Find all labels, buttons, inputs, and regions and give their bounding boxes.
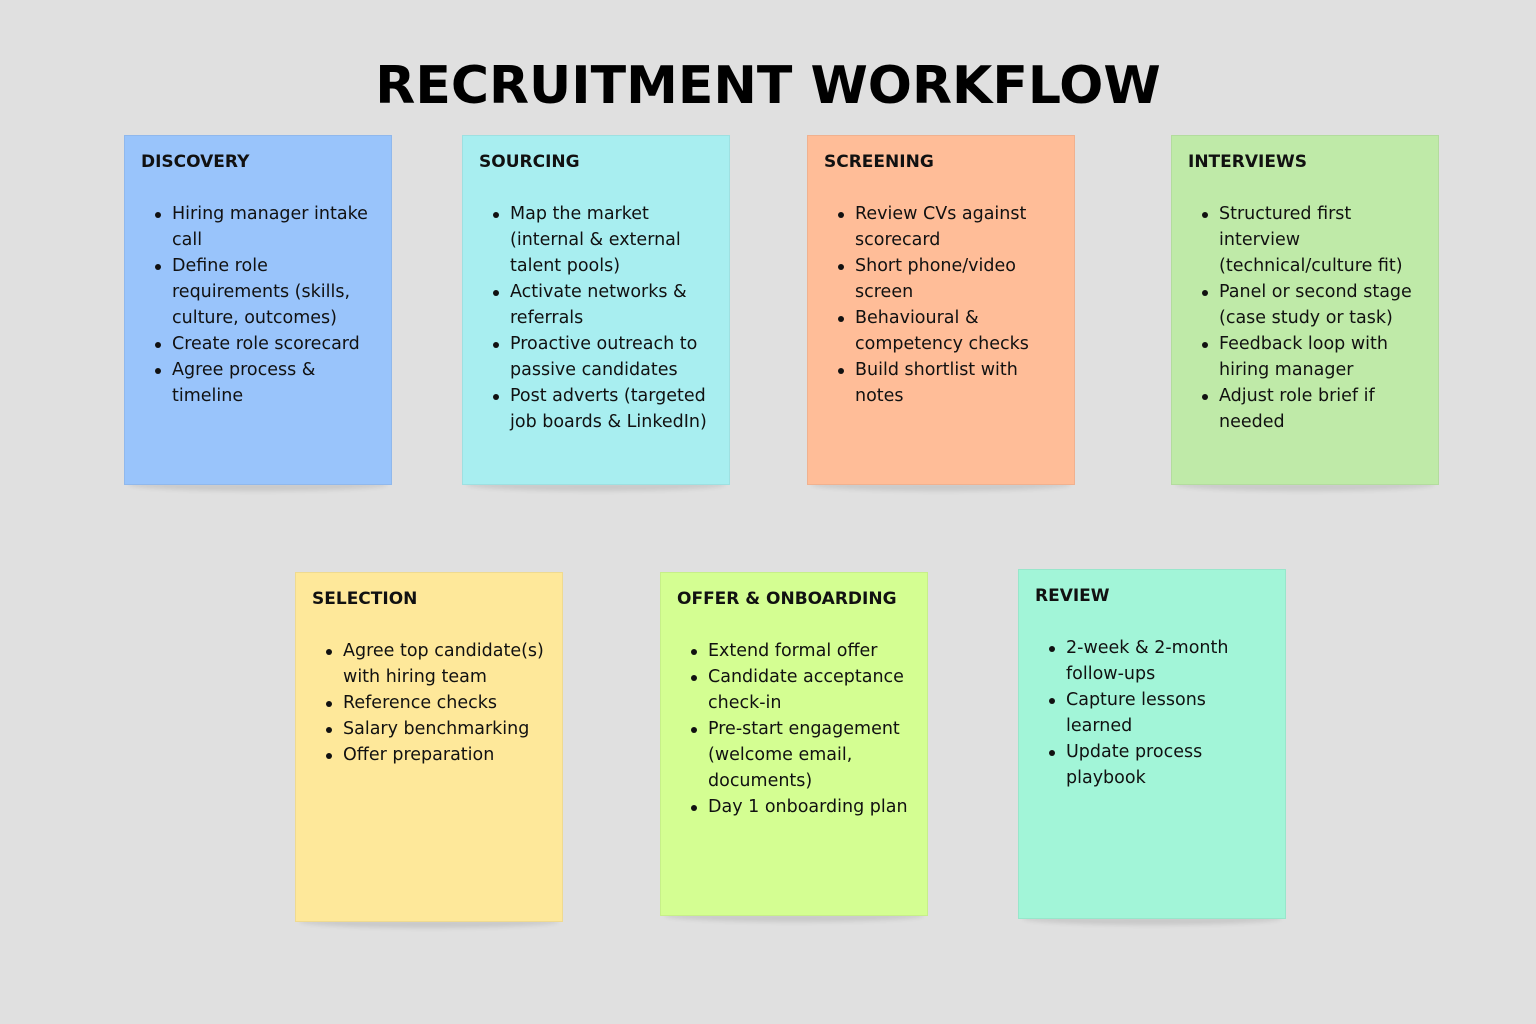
stage-item: Day 1 onboarding plan: [691, 794, 913, 820]
stage-card-interviews: INTERVIEWS Structured first interview (t…: [1171, 135, 1439, 485]
stage-title: SCREENING: [824, 152, 934, 172]
stage-item: Create role scorecard: [155, 331, 377, 357]
stage-item: Define role requirements (skills, cultur…: [155, 253, 377, 331]
stage-card-discovery: DISCOVERY Hiring manager intake call Def…: [124, 135, 392, 485]
stage-item: Capture lessons learned: [1049, 687, 1271, 739]
stage-items: Hiring manager intake call Define role r…: [141, 201, 377, 409]
stage-title: OFFER & ONBOARDING: [677, 589, 897, 609]
stage-item: Hiring manager intake call: [155, 201, 377, 253]
stage-card-sourcing: SOURCING Map the market (internal & exte…: [462, 135, 730, 485]
stage-item: Proactive outreach to passive candidates: [493, 331, 715, 383]
page-title: RECRUITMENT WORKFLOW: [375, 56, 1161, 116]
stage-card-review: REVIEW 2-week & 2-month follow-ups Captu…: [1018, 569, 1286, 919]
stage-title: REVIEW: [1035, 586, 1110, 606]
stage-item: Agree process & timeline: [155, 357, 377, 409]
stage-items: Structured first interview (technical/cu…: [1188, 201, 1424, 435]
stage-item: Salary benchmarking: [326, 716, 548, 742]
stage-item: Offer preparation: [326, 742, 548, 768]
stage-title: SOURCING: [479, 152, 580, 172]
stage-items: Map the market (internal & external tale…: [479, 201, 715, 435]
stage-title: DISCOVERY: [141, 152, 250, 172]
stage-item: Reference checks: [326, 690, 548, 716]
stage-item: Short phone/video screen: [838, 253, 1060, 305]
stage-item: Structured first interview (technical/cu…: [1202, 201, 1424, 279]
stage-title: INTERVIEWS: [1188, 152, 1307, 172]
stage-item: Candidate acceptance check-in: [691, 664, 913, 716]
stage-item: Update process playbook: [1049, 739, 1271, 791]
stage-item: Extend formal offer: [691, 638, 913, 664]
stage-card-selection: SELECTION Agree top candidate(s) with hi…: [295, 572, 563, 922]
stage-card-offer-onboarding: OFFER & ONBOARDING Extend formal offer C…: [660, 572, 928, 916]
stage-items: Review CVs against scorecard Short phone…: [824, 201, 1060, 409]
stage-item: Build shortlist with notes: [838, 357, 1060, 409]
stage-items: 2-week & 2-month follow-ups Capture less…: [1035, 635, 1271, 791]
stage-items: Extend formal offer Candidate acceptance…: [677, 638, 913, 820]
stage-item: Feedback loop with hiring manager: [1202, 331, 1424, 383]
stage-item: Adjust role brief if needed: [1202, 383, 1424, 435]
stage-item: Pre-start engagement (welcome email, doc…: [691, 716, 913, 794]
stage-item: Activate networks & referrals: [493, 279, 715, 331]
stage-item: Post adverts (targeted job boards & Link…: [493, 383, 715, 435]
stage-title: SELECTION: [312, 589, 418, 609]
stage-card-screening: SCREENING Review CVs against scorecard S…: [807, 135, 1075, 485]
stage-item: Agree top candidate(s) with hiring team: [326, 638, 548, 690]
stage-items: Agree top candidate(s) with hiring team …: [312, 638, 548, 768]
stage-item: Behavioural & competency checks: [838, 305, 1060, 357]
stage-item: Panel or second stage (case study or tas…: [1202, 279, 1424, 331]
stage-item: Review CVs against scorecard: [838, 201, 1060, 253]
stage-item: Map the market (internal & external tale…: [493, 201, 715, 279]
stage-item: 2-week & 2-month follow-ups: [1049, 635, 1271, 687]
